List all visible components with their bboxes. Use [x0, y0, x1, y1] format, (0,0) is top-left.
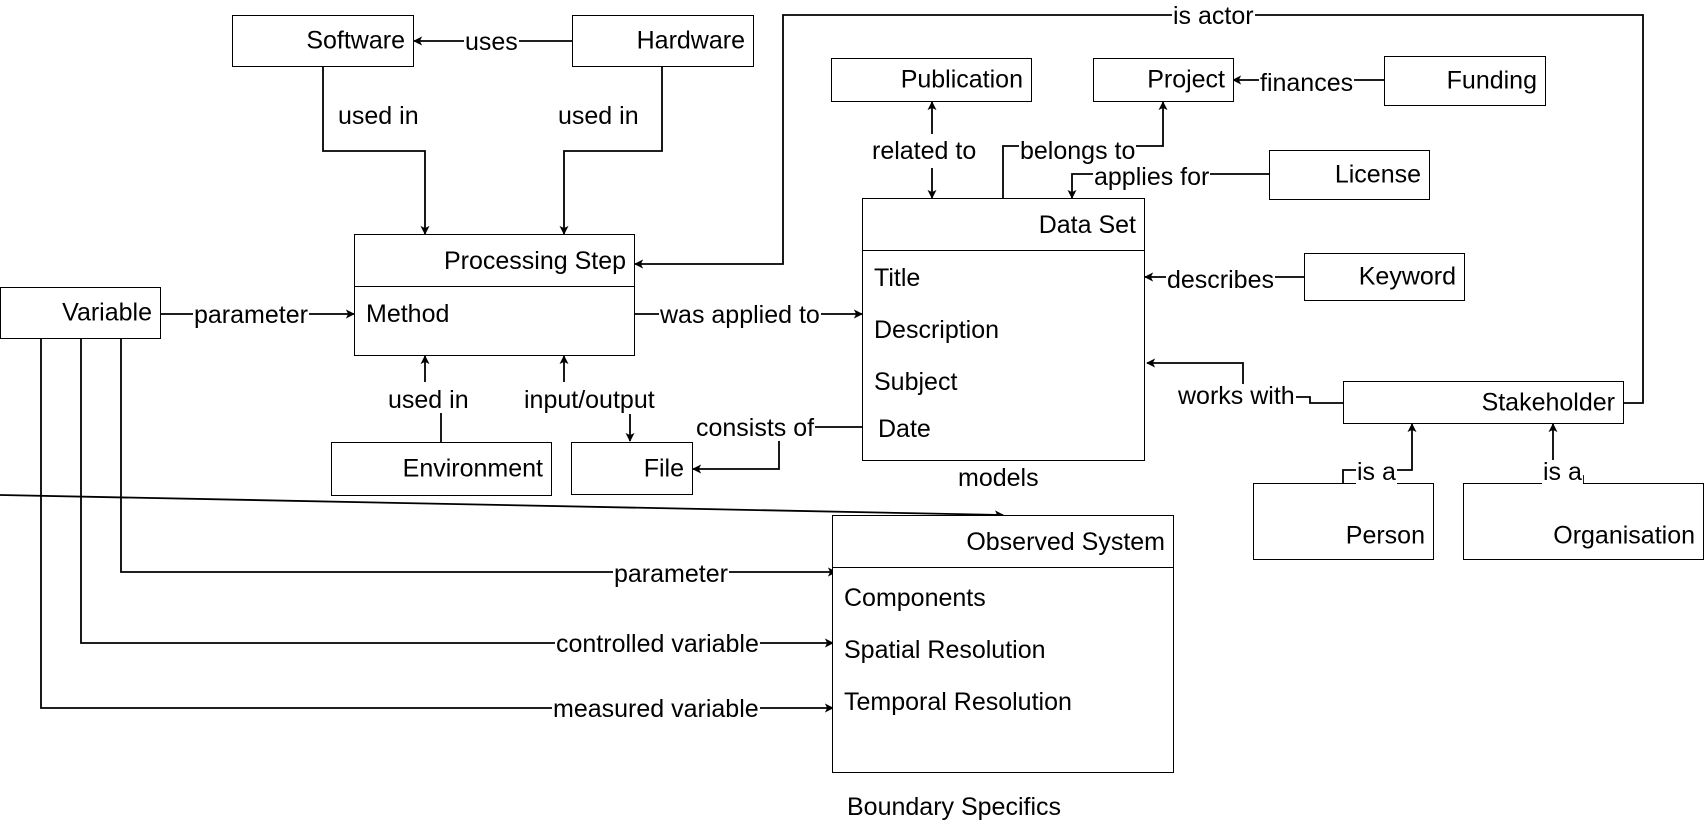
data-set-entity: Data Set Title Description Subject Date [862, 198, 1145, 461]
funding-label: Funding [1446, 66, 1537, 95]
person-label: Person [1345, 521, 1425, 550]
label-was-applied-to: was applied to [659, 301, 821, 329]
file-label: File [643, 454, 684, 482]
label-related-to: related to [871, 137, 978, 165]
data-set-attribute-title: Title [874, 264, 921, 292]
data-set-attribute-subject: Subject [874, 368, 958, 396]
hardware-label: Hardware [636, 26, 745, 55]
hardware-entity: Hardware [572, 15, 754, 67]
label-consists-of: consists of [695, 414, 816, 442]
keyword-entity: Keyword [1304, 253, 1465, 301]
keyword-label: Keyword [1358, 262, 1456, 291]
software-label: Software [306, 26, 405, 55]
boundary-specifics-caption: Boundary Specifics [847, 793, 1062, 821]
variable-label: Variable [62, 298, 152, 327]
label-uses: uses [464, 28, 519, 56]
variable-entity: Variable [0, 287, 161, 339]
stakeholder-entity: Stakeholder [1343, 381, 1624, 424]
edge-dataset-consists-of [692, 426, 865, 474]
organisation-entity: Organisation [1463, 483, 1704, 560]
observed-system-attribute-spatial-resolution: Spatial Resolution [844, 636, 1046, 664]
edge-hardware-used-in-processing [559, 67, 663, 235]
person-entity: Person [1253, 483, 1434, 560]
license-label: License [1334, 160, 1421, 189]
data-set-attribute-description: Description [874, 316, 1000, 344]
stakeholder-label: Stakeholder [1481, 388, 1615, 416]
label-models: models [957, 464, 1040, 492]
label-system-parameter: parameter [613, 560, 729, 588]
data-set-divider [863, 250, 1144, 251]
publication-entity: Publication [831, 58, 1032, 102]
observed-system-divider [833, 567, 1173, 568]
label-controlled-variable: controlled variable [555, 630, 760, 658]
observed-system-attribute-temporal-resolution: Temporal Resolution [844, 688, 1072, 716]
label-finances: finances [1259, 69, 1355, 97]
label-software-used-in: used in [337, 102, 420, 130]
observed-system-attribute-components: Components [844, 584, 986, 612]
label-is-actor: is actor [1172, 2, 1255, 30]
processing-step-title: Processing Step [443, 247, 626, 275]
observed-system-title: Observed System [966, 528, 1165, 556]
file-entity: File [571, 442, 693, 495]
label-organisation-is-a: is a [1542, 458, 1583, 486]
edge-software-used-in-processing [322, 67, 430, 235]
data-set-title: Data Set [1038, 211, 1136, 239]
label-input-output: input/output [523, 386, 656, 414]
processing-step-divider [355, 286, 634, 287]
data-set-attribute-date: Date [878, 415, 931, 443]
project-label: Project [1147, 65, 1225, 94]
project-entity: Project [1093, 58, 1234, 102]
label-hardware-used-in: used in [557, 102, 640, 130]
processing-step-attribute-method: Method [366, 300, 450, 328]
label-works-with: works with [1177, 382, 1296, 410]
label-environment-used-in: used in [387, 386, 470, 414]
funding-entity: Funding [1384, 56, 1546, 106]
edge-dataset-models [0, 494, 1004, 520]
environment-entity: Environment [331, 442, 552, 496]
label-person-is-a: is a [1356, 458, 1397, 486]
observed-system-entity: Observed System Components Spatial Resol… [832, 515, 1174, 773]
organisation-label: Organisation [1553, 521, 1695, 550]
license-entity: License [1269, 150, 1430, 200]
label-applies-for: applies for [1093, 163, 1211, 191]
label-variable-parameter: parameter [193, 301, 309, 329]
edge-variable-parameter-system [120, 339, 837, 577]
publication-label: Publication [900, 65, 1023, 94]
label-describes: describes [1166, 266, 1275, 294]
label-belongs-to: belongs to [1019, 137, 1137, 165]
software-entity: Software [232, 15, 414, 67]
label-measured-variable: measured variable [552, 695, 760, 723]
environment-label: Environment [402, 454, 543, 483]
processing-step-entity: Processing Step Method [354, 234, 635, 356]
